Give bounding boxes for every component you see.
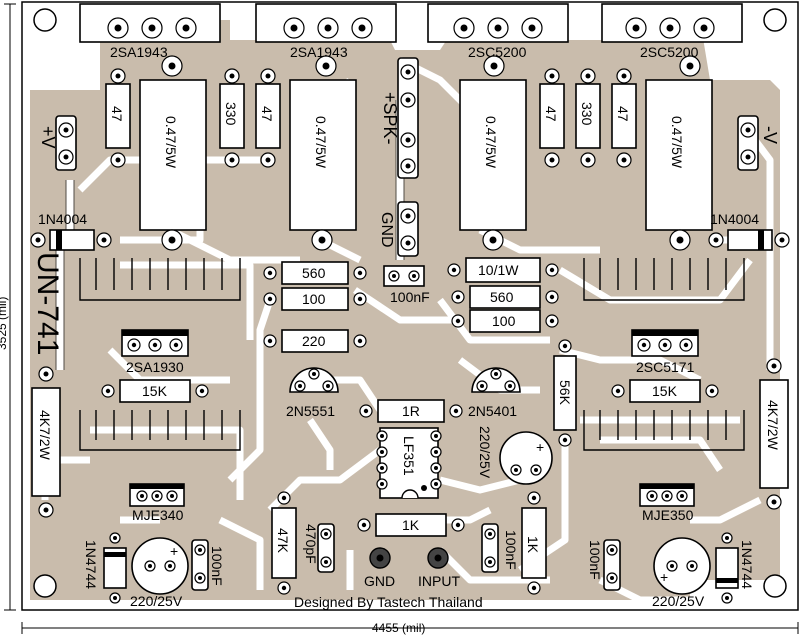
power-resistors: 4K7/2W 4K7/2W <box>31 358 789 518</box>
mount-hole-tl <box>33 8 57 32</box>
opamp-ic: LF351 <box>376 427 442 499</box>
zener-diodes: 1N4744 1N4744 <box>83 532 755 604</box>
label-c220-left: 220/25V <box>130 593 183 609</box>
label-r47d: 47 <box>615 106 631 122</box>
mounting-holes <box>33 8 787 598</box>
label-c100nf-b: 100nF <box>503 530 519 570</box>
flyback-diodes: 1N4004 1N4004 <box>30 211 790 251</box>
center-resistors: 560 100 220 100nF 10/1W 560 100 15K 15K <box>101 257 719 595</box>
label-q4: 2SC5200 <box>640 44 699 60</box>
plus-mark-right: + <box>660 569 668 585</box>
board-title: UN-741 <box>31 252 64 355</box>
label-re3: 0.47/5W <box>483 116 499 169</box>
film-caps: 100nF 470pF 100nF 100nF <box>191 523 621 591</box>
label-z1: 1N4744 <box>83 540 99 589</box>
base-resistors: 47 330 47 47 330 47 <box>105 68 637 168</box>
label-r220: 220 <box>302 333 326 349</box>
plus-mark-center: + <box>536 439 544 455</box>
label-input: INPUT <box>418 573 460 589</box>
power-transistor-row: 2SA1943 2SA1943 2SC5200 2SC5200 <box>79 3 743 77</box>
label-c470pf: 470pF <box>303 524 319 564</box>
label-q6: 2SC5171 <box>636 359 695 375</box>
electrolytic-caps: + 220/25V + 220/25V + 220/25V <box>130 426 711 609</box>
small-transistors: 2N5551 2N5401 <box>286 367 521 419</box>
label-r4k7b: 4K7/2W <box>765 400 781 451</box>
label-minus-v: -V <box>760 126 780 144</box>
label-plus-v: +V <box>38 126 58 149</box>
label-r1kb: 1K <box>525 536 541 554</box>
label-r330a: 330 <box>223 102 239 126</box>
dim-height-label: 3525 (mil) <box>0 297 9 350</box>
supply-connectors: +V -V +SPK- GND <box>38 57 780 257</box>
label-q7: 2N5551 <box>286 403 335 419</box>
label-r56k: 56K <box>557 380 573 406</box>
label-r1ka: 1K <box>402 517 420 533</box>
label-gnd-in: GND <box>364 573 395 589</box>
label-re1: 0.47/5W <box>163 116 179 169</box>
dimension-lines <box>4 3 799 634</box>
label-r560a: 560 <box>302 265 326 281</box>
label-r100b: 100 <box>492 313 516 329</box>
label-r4k7a: 4K7/2W <box>37 410 53 461</box>
label-q9: MJE340 <box>132 507 184 523</box>
label-r15kb: 15K <box>652 383 678 399</box>
label-u1: LF351 <box>401 436 417 476</box>
label-c220-right: 220/25V <box>652 593 705 609</box>
label-q8: 2N5401 <box>468 403 517 419</box>
label-q1: 2SA1943 <box>110 44 168 60</box>
driver-transistors: 2SA1930 2SC5171 MJE340 MJE350 <box>121 329 699 523</box>
label-r47c: 47 <box>543 106 559 122</box>
heatsinks <box>79 258 745 451</box>
label-r100a: 100 <box>302 291 326 307</box>
dim-width-label: 4455 (mil) <box>372 621 425 635</box>
plus-mark-left: + <box>170 543 178 559</box>
label-spk: +SPK- <box>380 92 400 145</box>
label-re2: 0.47/5W <box>313 116 329 169</box>
label-c100nf-a: 100nF <box>209 546 225 586</box>
label-r1r: 1R <box>402 403 420 419</box>
label-q5: 2SA1930 <box>126 359 184 375</box>
designer-credit: Designed By Tastech Thailand <box>294 594 483 610</box>
label-r330b: 330 <box>579 102 595 126</box>
label-c100nf-mid: 100nF <box>390 289 430 305</box>
label-q10: MJE350 <box>642 507 694 523</box>
label-c100nf-c: 100nF <box>587 540 603 580</box>
mount-hole-br <box>763 574 787 598</box>
label-r47b: 47 <box>259 106 275 122</box>
mount-hole-bl <box>33 574 57 598</box>
mount-hole-tr <box>763 8 787 32</box>
label-q2: 2SA1943 <box>290 44 348 60</box>
label-r15ka: 15K <box>142 383 168 399</box>
label-gnd-spk: GND <box>378 212 395 248</box>
label-c220-center: 220/25V <box>477 426 493 479</box>
emitter-resistors: 0.47/5W 0.47/5W 0.47/5W 0.47/5W <box>139 79 713 251</box>
label-d1: 1N4004 <box>38 211 87 227</box>
label-z2: 1N4744 <box>739 540 755 589</box>
label-r10: 10/1W <box>478 262 519 278</box>
label-r47k: 47K <box>275 528 291 554</box>
label-q3: 2SC5200 <box>468 44 527 60</box>
label-r47a: 47 <box>109 106 125 122</box>
label-r560b: 560 <box>490 289 514 305</box>
label-d2: 1N4004 <box>710 211 759 227</box>
label-re4: 0.47/5W <box>669 116 685 169</box>
input-terminals: GND INPUT <box>364 547 460 589</box>
